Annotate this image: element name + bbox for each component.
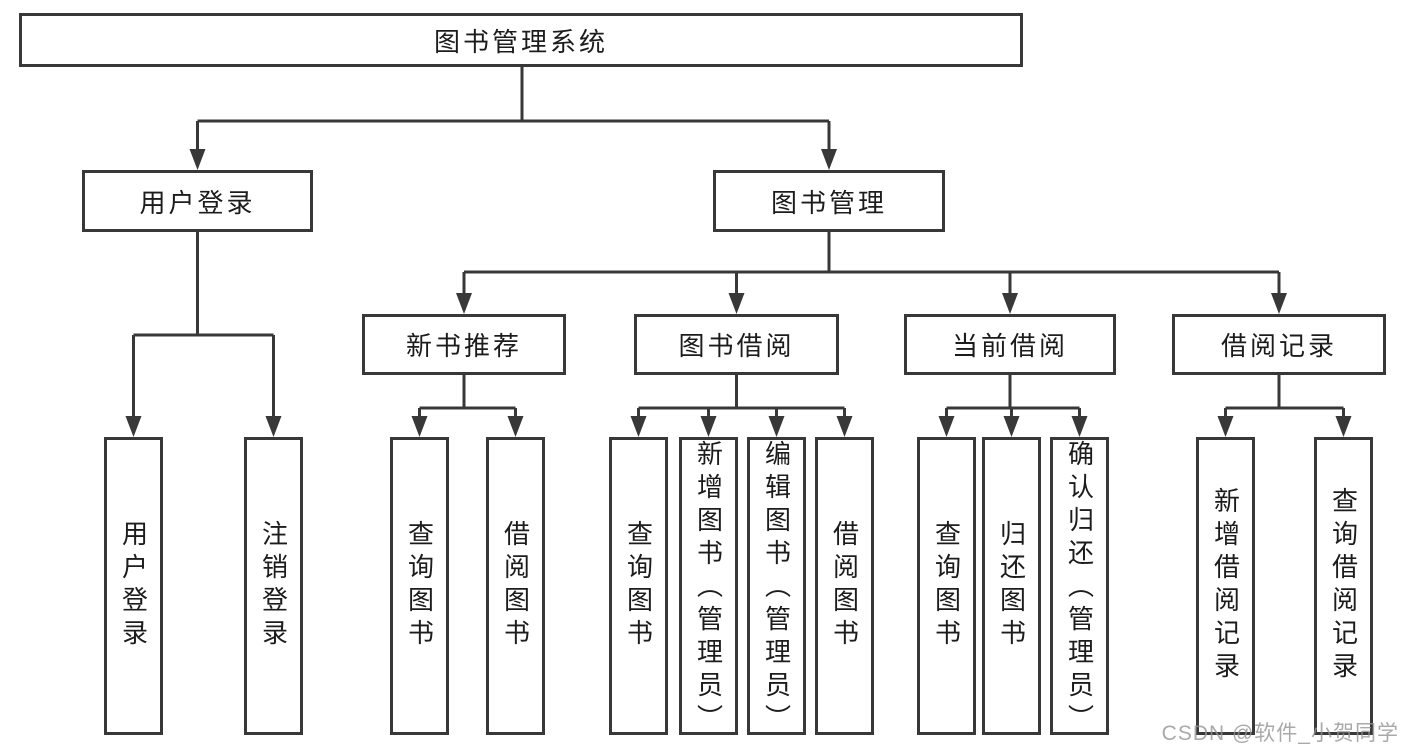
leaf-label: 查询图书 <box>404 520 435 652</box>
node-user-login: 用户登录 <box>82 170 313 232</box>
leaf-label: 编辑图书（管理员） <box>761 440 792 737</box>
leaf-label: 查询图书 <box>931 520 962 652</box>
node-leaf-query-books: 查询图书 <box>609 437 668 735</box>
node-leaf-logout: 注销登录 <box>244 437 303 735</box>
leaf-label: 查询借阅记录 <box>1328 487 1359 685</box>
node-leaf-query-borrow-record: 查询借阅记录 <box>1314 437 1373 735</box>
node-borrow-records: 借阅记录 <box>1172 314 1386 375</box>
leaf-label: 用户登录 <box>118 520 149 652</box>
node-leaf-borrow-books: 借阅图书 <box>486 437 545 735</box>
node-leaf-add-borrow-record: 新增借阅记录 <box>1196 437 1255 735</box>
node-leaf-user-login: 用户登录 <box>104 437 163 735</box>
leaf-label: 新增借阅记录 <box>1210 487 1241 685</box>
node-leaf-confirm-return-admin: 确认归还（管理员） <box>1050 437 1109 737</box>
leaf-label: 新增图书（管理员） <box>693 440 724 737</box>
node-leaf-query-books: 查询图书 <box>917 437 976 735</box>
node-current-borrow: 当前借阅 <box>904 314 1116 375</box>
leaf-label: 确认归还（管理员） <box>1064 440 1095 737</box>
node-leaf-query-books: 查询图书 <box>390 437 449 735</box>
leaf-label: 归还图书 <box>996 520 1027 652</box>
node-leaf-borrow-books: 借阅图书 <box>815 437 874 735</box>
leaf-label: 注销登录 <box>258 520 289 652</box>
leaf-label: 借阅图书 <box>829 520 860 652</box>
leaf-label: 借阅图书 <box>500 520 531 652</box>
leaf-label: 查询图书 <box>623 520 654 652</box>
node-leaf-return-books: 归还图书 <box>982 437 1041 735</box>
csdn-watermark: CSDN @软件_小贺同学 <box>1161 722 1399 745</box>
node-leaf-add-books-admin: 新增图书（管理员） <box>679 437 738 737</box>
node-book-management: 图书管理 <box>713 170 945 232</box>
node-leaf-edit-books-admin: 编辑图书（管理员） <box>747 437 806 737</box>
node-root-library-system: 图书管理系统 <box>19 13 1023 67</box>
node-new-book-recommend: 新书推荐 <box>362 314 566 375</box>
node-book-borrow: 图书借阅 <box>634 314 839 375</box>
